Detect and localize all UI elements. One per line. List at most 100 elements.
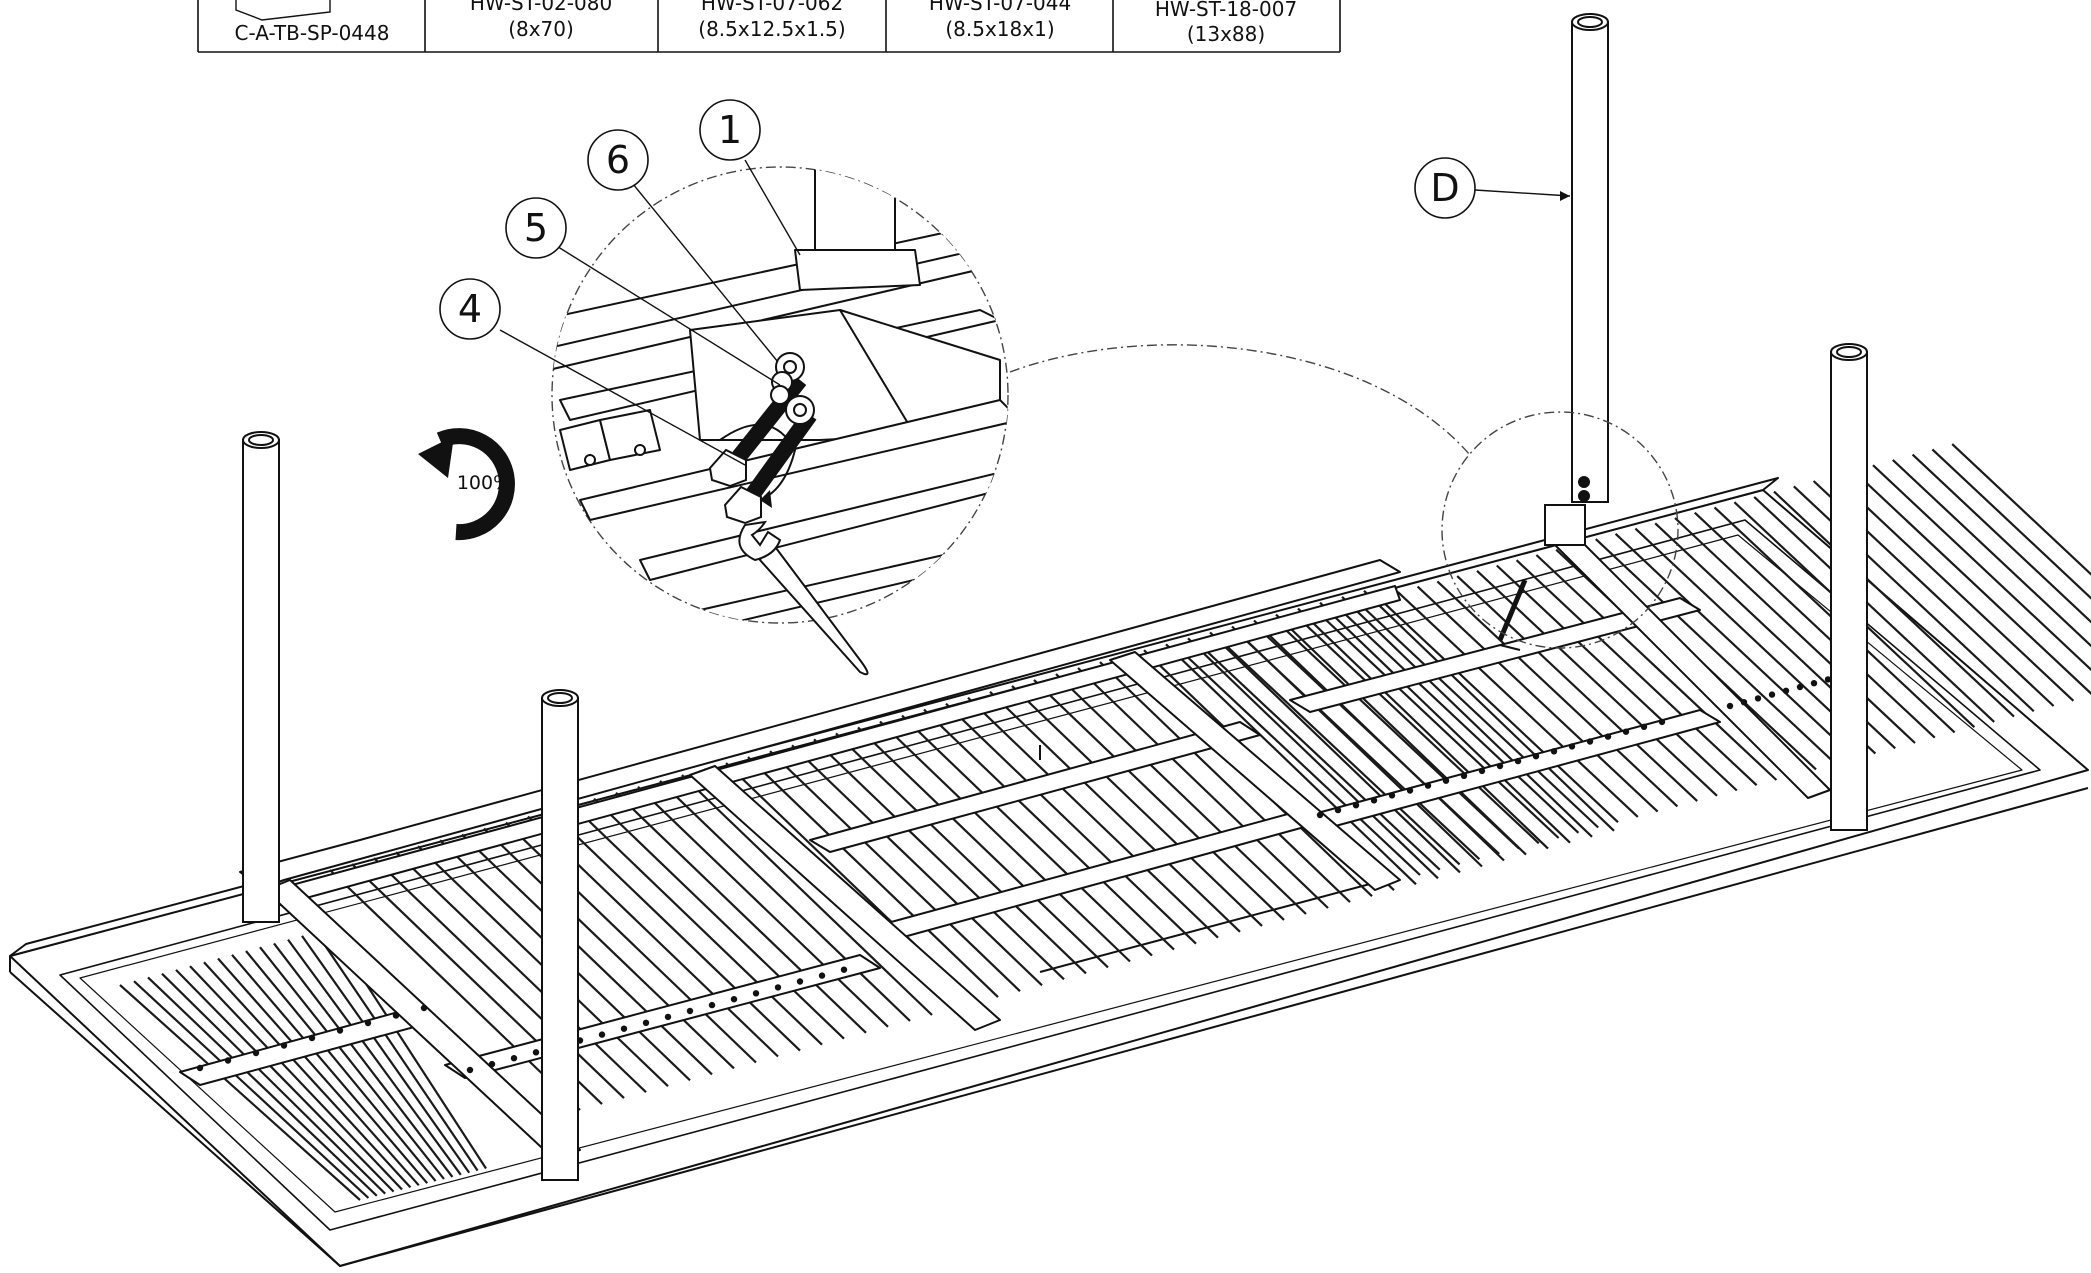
slat-line xyxy=(1278,622,1520,850)
slat-line xyxy=(1753,496,1995,723)
slat-line xyxy=(1773,490,2015,718)
bolt-assembly xyxy=(708,352,817,525)
rail-hole xyxy=(1460,772,1468,779)
rail-hole xyxy=(1796,683,1804,691)
rail-hole xyxy=(840,966,848,973)
rail-hole xyxy=(280,1042,288,1049)
part-size-3: (8.5x12.5x1.5) xyxy=(698,17,845,41)
slat-line xyxy=(1179,649,1421,876)
callout-1: 1 xyxy=(718,108,742,152)
zoom-source-circle xyxy=(1441,411,1679,649)
slat-line xyxy=(175,969,395,1193)
rail-hole xyxy=(1334,806,1342,814)
rail-hole xyxy=(1622,728,1630,735)
slat-line xyxy=(1033,679,1285,921)
slat-line xyxy=(1694,511,1936,739)
slat-line xyxy=(1852,469,2091,695)
slat-line xyxy=(1535,554,1778,781)
rail-holes xyxy=(196,676,1832,1074)
slats-group xyxy=(119,443,2091,1201)
leg-front-left xyxy=(541,689,579,1181)
callout-5: 5 xyxy=(524,206,548,250)
rail-hole xyxy=(1478,767,1486,775)
legs xyxy=(242,13,1868,1181)
slat-line xyxy=(483,827,735,1070)
part-code-3: HW-ST-07-062 xyxy=(701,0,843,15)
slat-line xyxy=(1218,638,1461,866)
slat-line xyxy=(989,691,1241,933)
rail-hole xyxy=(392,1012,400,1019)
slat-line xyxy=(1337,606,1580,834)
rail-hole xyxy=(1754,695,1762,702)
slat-line xyxy=(273,942,454,1178)
rail-hole xyxy=(308,1034,316,1042)
slat-line xyxy=(1832,474,2075,702)
part-size-4: (8.5x18x1) xyxy=(945,17,1054,41)
slat-line xyxy=(1496,564,1738,792)
slat-line xyxy=(769,750,1021,992)
table-top xyxy=(9,477,2089,1267)
slat-line xyxy=(615,792,867,1034)
rail-hole xyxy=(708,1001,716,1009)
slat-line xyxy=(637,786,889,1028)
rail-hole xyxy=(1586,738,1594,745)
slat-line xyxy=(231,954,429,1184)
slat-line xyxy=(1055,673,1307,915)
rail-hole xyxy=(510,1055,518,1062)
slat-line xyxy=(1317,612,1560,839)
slat-line xyxy=(1298,617,1540,845)
slat-line xyxy=(549,809,801,1052)
callout-4: 4 xyxy=(458,287,482,331)
slat-line xyxy=(1614,532,1857,760)
rail-hole xyxy=(532,1049,540,1056)
rail-hole xyxy=(1406,787,1414,794)
rail-hole xyxy=(420,1004,428,1012)
parts-table xyxy=(197,0,1341,53)
slat-line xyxy=(133,980,370,1199)
rail-hole xyxy=(1424,782,1432,789)
rail-hole xyxy=(252,1049,260,1057)
slat-line xyxy=(923,708,1175,951)
slat-line xyxy=(245,950,437,1182)
slat-line xyxy=(259,946,445,1180)
slat-line xyxy=(659,780,911,1022)
slat-line xyxy=(315,931,479,1172)
rail-hole xyxy=(1442,777,1450,784)
parts-table-text: C-A-TB-SP-0448 HW-ST-02-080 (8x70) HW-ST… xyxy=(235,0,1298,46)
slat-line xyxy=(395,851,647,1093)
rail-hole xyxy=(1550,748,1558,755)
slat-line xyxy=(813,738,1065,981)
rail-hole xyxy=(1768,691,1776,698)
part-code-1: C-A-TB-SP-0448 xyxy=(235,21,390,45)
slat-line xyxy=(373,857,625,1099)
rail-hole xyxy=(1726,702,1734,710)
rail-hole xyxy=(818,972,826,979)
rail-hole xyxy=(1740,699,1748,706)
rail-hole xyxy=(1514,757,1522,765)
slat-line xyxy=(1187,637,1439,880)
slat-line xyxy=(1892,459,2091,648)
rail-hole xyxy=(1824,676,1832,683)
slat-line xyxy=(1397,591,1639,818)
rotation-label: 100% xyxy=(457,472,511,494)
leg-back-left xyxy=(242,431,280,923)
part-code-4: HW-ST-07-044 xyxy=(929,0,1071,15)
callout-circles xyxy=(439,99,1476,340)
box-icon xyxy=(235,0,331,21)
slat-line xyxy=(1165,643,1417,886)
rail-hole xyxy=(664,1013,672,1021)
slat-line xyxy=(217,957,420,1187)
slat-line xyxy=(747,756,999,998)
rail-hole xyxy=(642,1019,650,1026)
slat-line xyxy=(1931,448,2091,600)
slat-line xyxy=(901,714,1153,957)
rail-hole xyxy=(752,990,760,997)
slat-line xyxy=(1238,633,1481,861)
callout-6: 6 xyxy=(606,138,630,182)
rail-hole xyxy=(1316,811,1324,819)
slat-line xyxy=(1476,569,1718,797)
slat-line xyxy=(857,726,1109,969)
slat-line xyxy=(593,797,845,1040)
tighten-arrow-icon xyxy=(719,423,797,501)
